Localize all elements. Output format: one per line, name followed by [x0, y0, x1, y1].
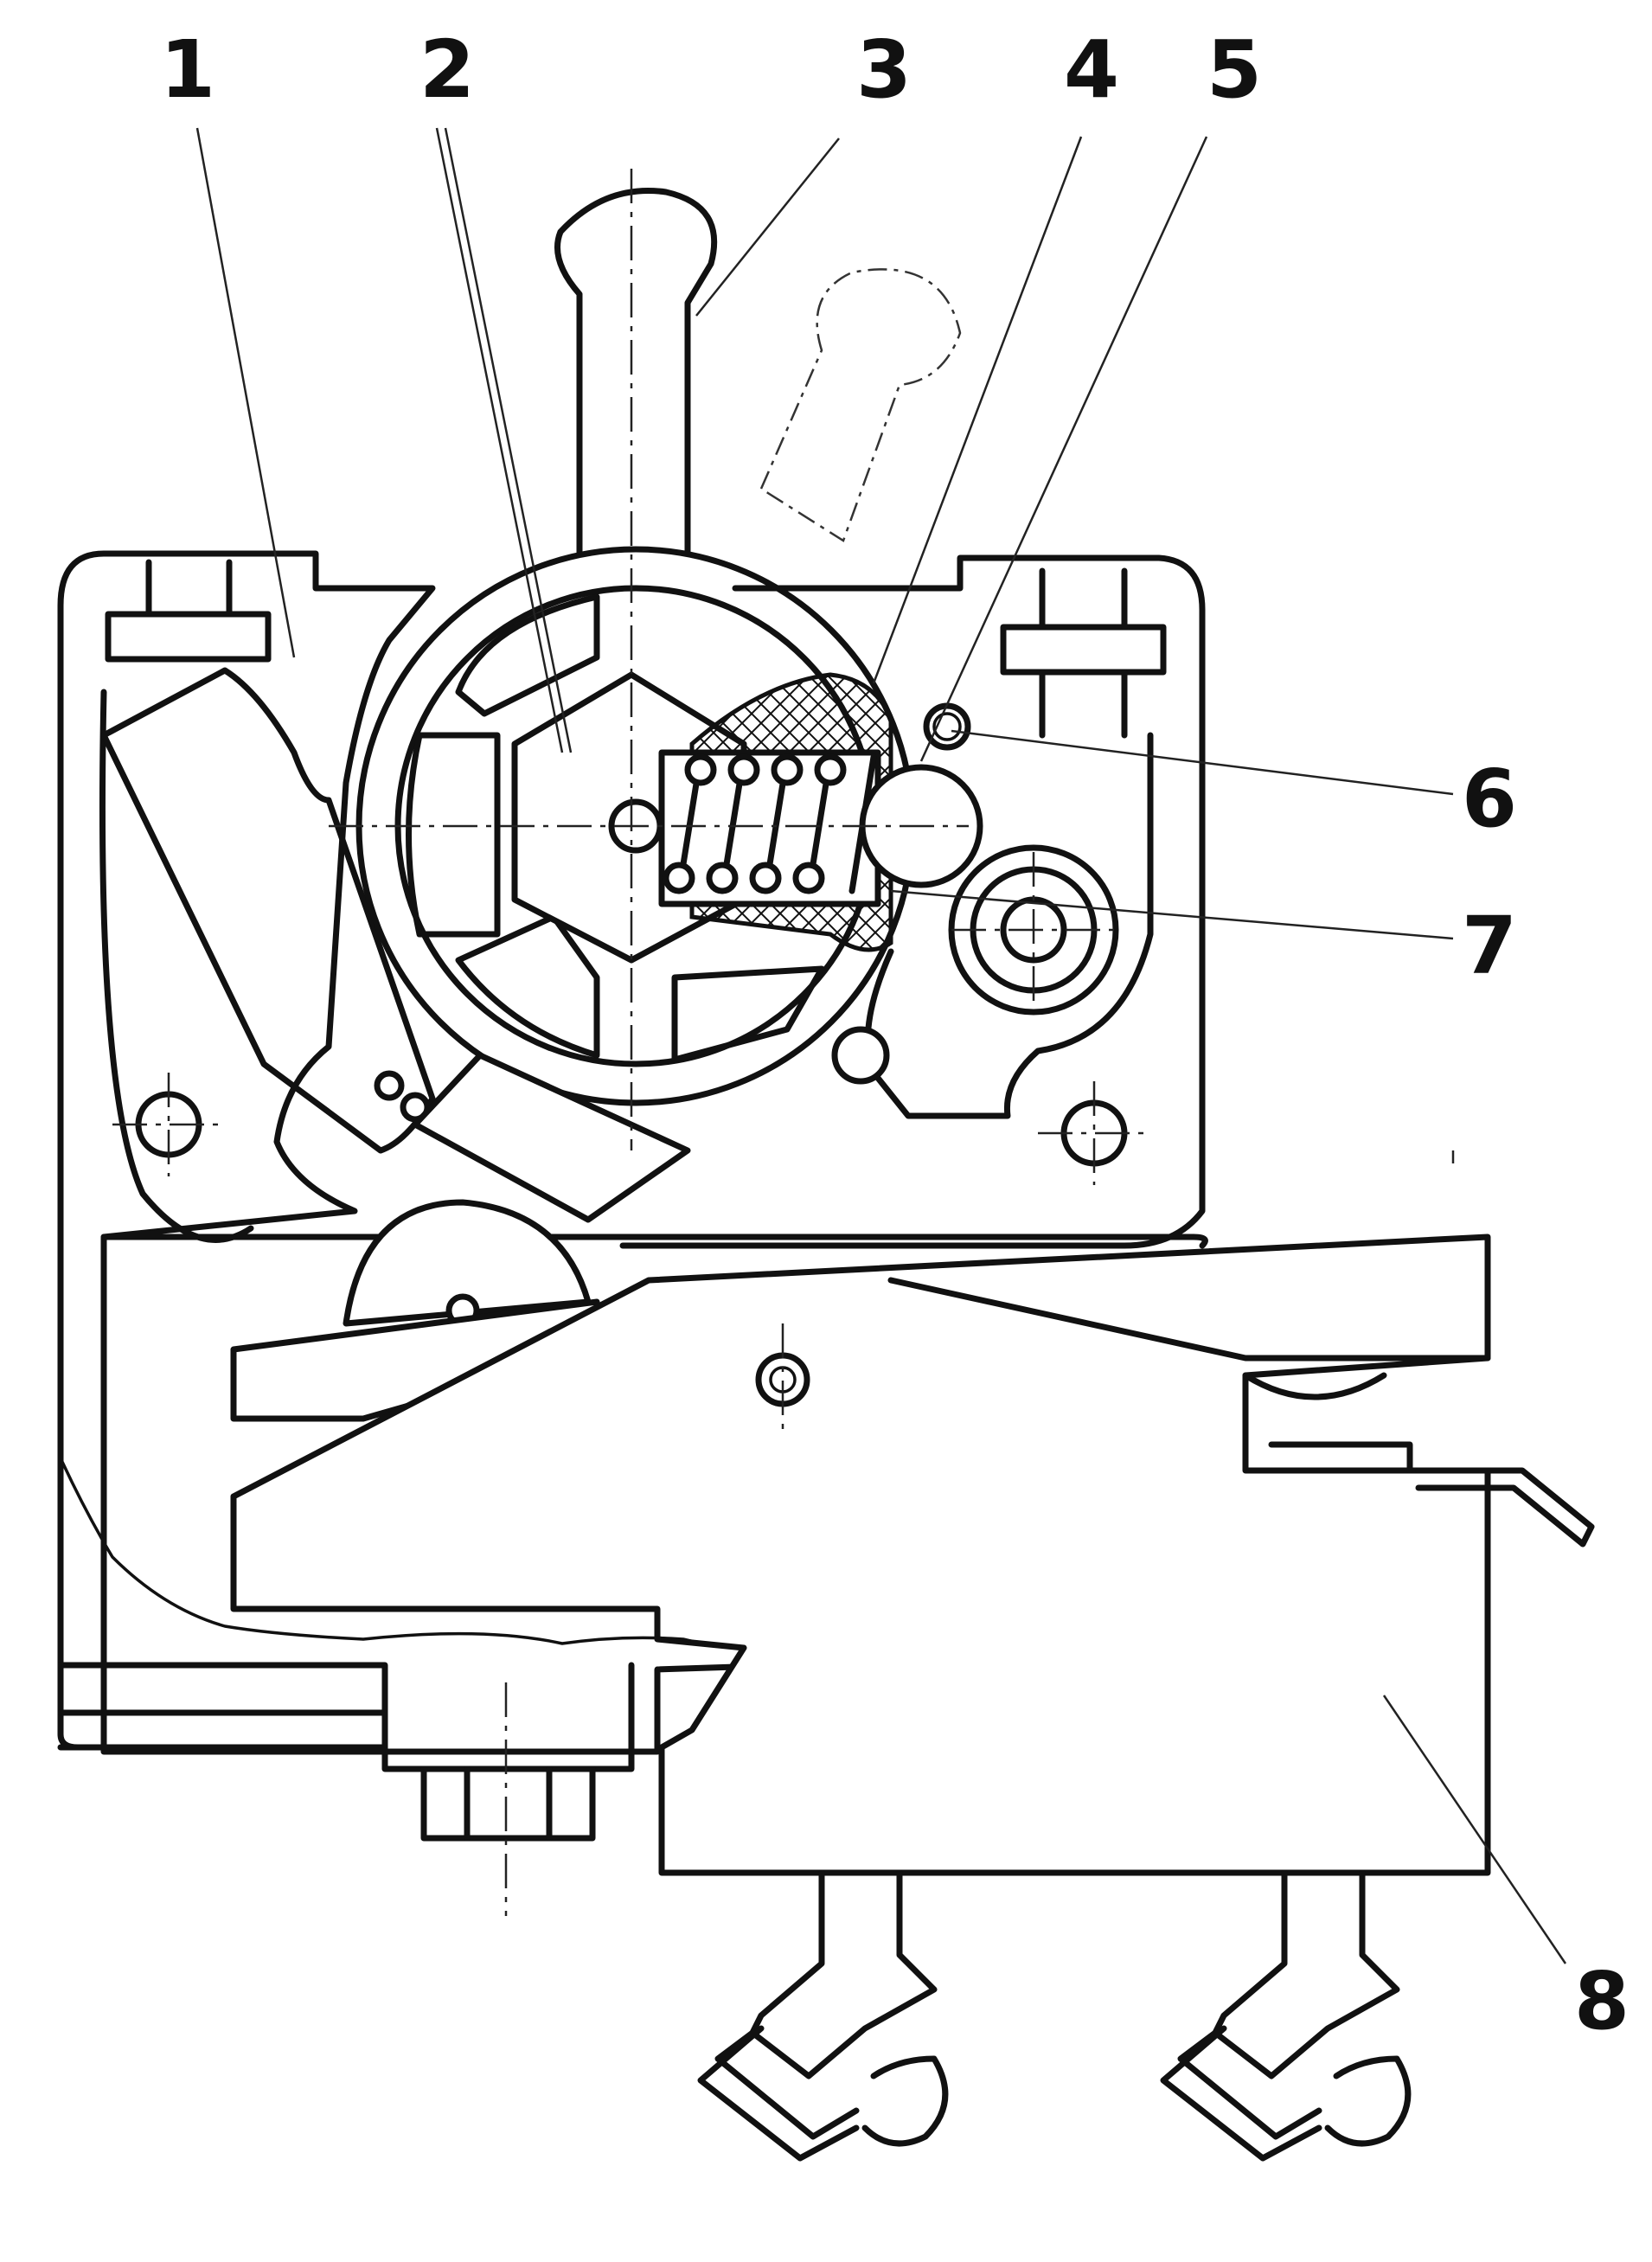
wheel-window-bottom-left: [455, 913, 600, 1059]
stop-pin: [831, 1026, 890, 1085]
leader-3: [695, 138, 840, 317]
actuator-body: [230, 1234, 1491, 1876]
contact-spring-arm: [887, 1277, 1595, 1548]
small-roller-inner: [932, 712, 962, 741]
leader-2: [435, 127, 573, 753]
lever-alternate-position: [759, 268, 962, 542]
lower-link-block: [412, 1052, 691, 1223]
wheel-window-left: [406, 732, 501, 938]
callout-4: 4: [1064, 23, 1119, 116]
terminal-leg-right: [1160, 1869, 1412, 2162]
compression-spring: [663, 753, 877, 894]
wheel-window-bottom-right: [671, 965, 825, 1063]
base-plate: [57, 1662, 635, 1772]
lower-frame-top: [100, 1234, 1208, 1249]
callout-1: 1: [160, 23, 215, 116]
wheel-window-top: [455, 593, 600, 717]
leader-7: [890, 889, 1454, 940]
housing-right-lower: [864, 732, 1154, 1119]
arc-bracket: [343, 1199, 592, 1327]
leader-4: [872, 136, 1083, 684]
terminal-post-left: [145, 559, 233, 618]
pivot-center-lines: [112, 852, 1455, 1916]
terminal-block-left: [105, 611, 272, 663]
callout-8: 8: [1574, 1955, 1630, 2047]
callout-2: 2: [419, 23, 475, 116]
latch-arm: [100, 667, 436, 1154]
callout-3: 3: [856, 23, 912, 116]
leader-6: [951, 729, 1454, 796]
toggle-lever: [554, 188, 718, 557]
terminal-block-right: [1000, 624, 1167, 676]
leader-8: [1382, 1695, 1567, 1964]
small-pin-a: [374, 1070, 405, 1101]
housing-right-wall: [619, 554, 1206, 1249]
callout-7: 7: [1462, 900, 1517, 992]
callout-6: 6: [1462, 753, 1517, 845]
terminal-post-right: [1039, 567, 1128, 739]
mounting-nut-faces: [464, 1765, 553, 1842]
small-roller: [923, 702, 971, 751]
leader-1: [195, 127, 296, 658]
terminal-leg-left: [697, 1869, 949, 2162]
callout-5: 5: [1207, 23, 1262, 116]
break-line: [61, 1461, 745, 1650]
leader-5: [919, 136, 1208, 762]
mounting-nut: [420, 1765, 596, 1842]
